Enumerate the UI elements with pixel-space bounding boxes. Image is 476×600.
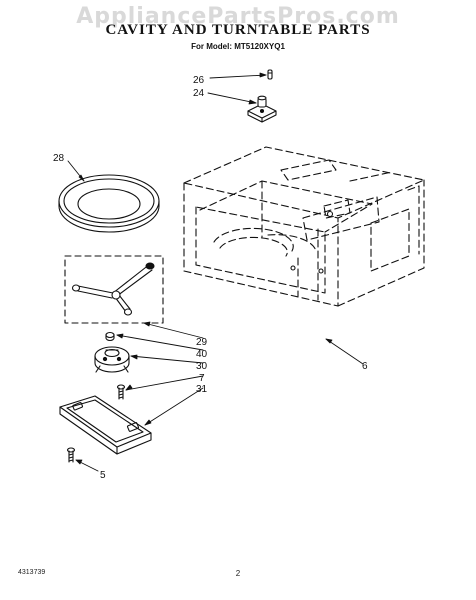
callout-40: 40: [196, 349, 208, 360]
leader-arrowheads: [75, 72, 333, 465]
part-24-coupler: [247, 95, 277, 123]
callout-24: 24: [193, 88, 205, 99]
model-subtitle: For Model: MT5120XYQ1: [191, 42, 285, 51]
part-40-coupling: [105, 331, 115, 342]
page-title: CAVITY AND TURNTABLE PARTS: [105, 22, 371, 38]
page-number: 2: [235, 569, 241, 578]
callout-31: 31: [196, 384, 208, 395]
cavity-hole: [290, 265, 296, 271]
part-30-motor: [94, 346, 130, 373]
callout-5: 5: [100, 470, 106, 481]
callout-30: 30: [196, 361, 208, 372]
part-28-glass-tray: [58, 174, 160, 233]
part-29-roller-support: [64, 255, 164, 324]
part-5-screw: [66, 447, 76, 463]
cavity-hole: [326, 210, 334, 218]
callout-7: 7: [199, 373, 205, 384]
cavity-hole: [318, 268, 324, 274]
callout-29: 29: [196, 337, 208, 348]
leader-lines: [67, 74, 364, 472]
part-31-motor-cover: [59, 395, 152, 455]
part-6-oven-cavity: [183, 146, 425, 307]
part-7-screw: [116, 384, 126, 400]
callout-28: 28: [53, 153, 65, 164]
callout-6: 6: [362, 361, 368, 372]
part-26-screw: [267, 69, 273, 80]
callout-26: 26: [193, 75, 205, 86]
document-number: 4313739: [18, 569, 46, 576]
